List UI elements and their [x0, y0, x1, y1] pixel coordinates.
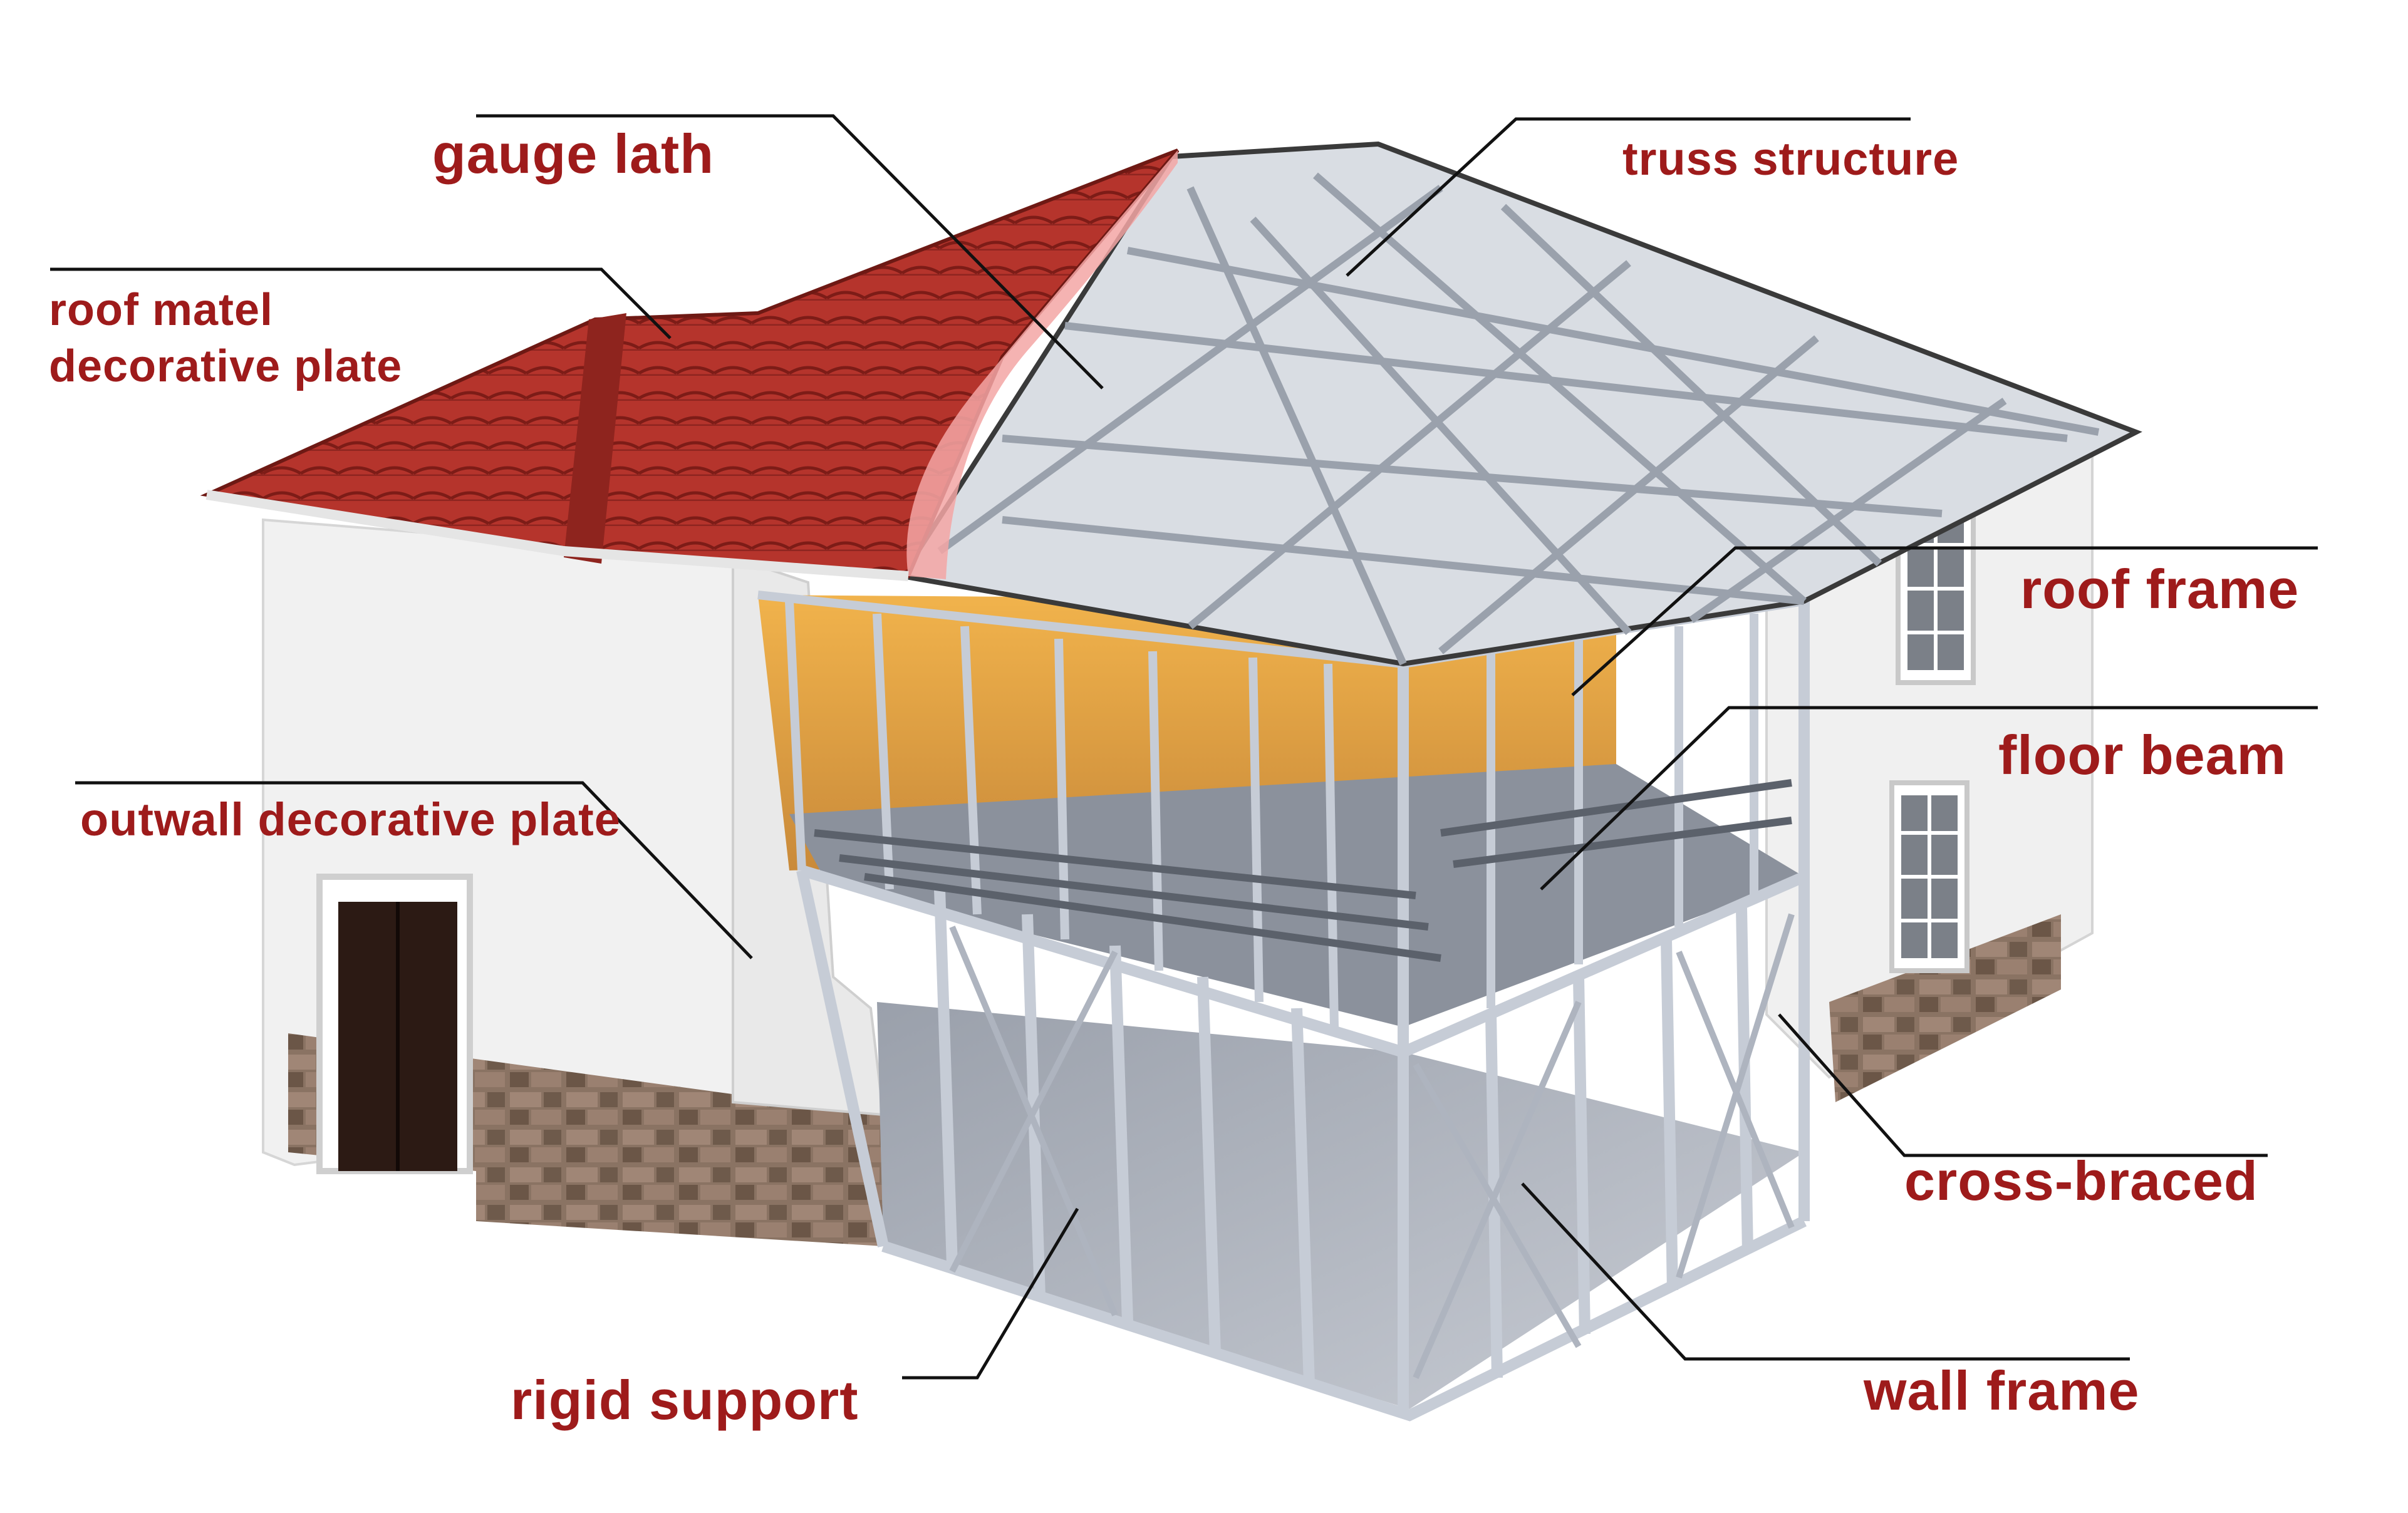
leader-gauge-lath [476, 114, 1104, 390]
leader-truss-structure [1346, 117, 1911, 277]
label-floor-beam: floor beam [1998, 724, 2286, 786]
label-gauge-lath: gauge lath [432, 123, 715, 185]
floor-beams [814, 779, 1792, 962]
label-roof-metal-line1: roof matel [49, 285, 274, 335]
label-truss-structure: truss structure [1622, 133, 1959, 185]
upper-floor-deck [789, 764, 1804, 1027]
house-illustration [200, 141, 2142, 1422]
cross-bracing [949, 913, 1795, 1379]
leader-wall-frame [1521, 1182, 2130, 1361]
steel-wall-frame [796, 601, 1810, 1422]
leader-lines [50, 114, 2318, 1380]
roof-ridge-hip [564, 313, 626, 564]
leader-roof-metal-plate [50, 267, 672, 339]
right-wing-stone-base [1829, 914, 2061, 1102]
label-wall-frame: wall frame [1864, 1360, 2140, 1422]
leader-cross-braced [1778, 1013, 2268, 1157]
label-rigid-support: rigid support [511, 1369, 859, 1431]
gauge-lath-membrane [906, 150, 1178, 579]
lower-window [1889, 780, 1969, 973]
label-roof-metal-line2: decorative plate [49, 341, 403, 391]
label-roof-frame: roof frame [2020, 558, 2300, 620]
front-door [316, 874, 473, 1174]
roof-eave [205, 490, 909, 581]
leader-rigid-support [902, 1207, 1079, 1380]
leader-roof-frame [1571, 546, 2318, 696]
label-outwall-decorative-plate: outwall decorative plate [80, 793, 621, 845]
label-roof-metal-decorative-plate: roof matel decorative plate [49, 282, 402, 395]
label-cross-braced: cross-braced [1904, 1150, 2258, 1212]
leader-outwall-plate [75, 781, 753, 959]
leader-floor-beam [1540, 706, 2318, 891]
truss-members [937, 172, 2100, 666]
